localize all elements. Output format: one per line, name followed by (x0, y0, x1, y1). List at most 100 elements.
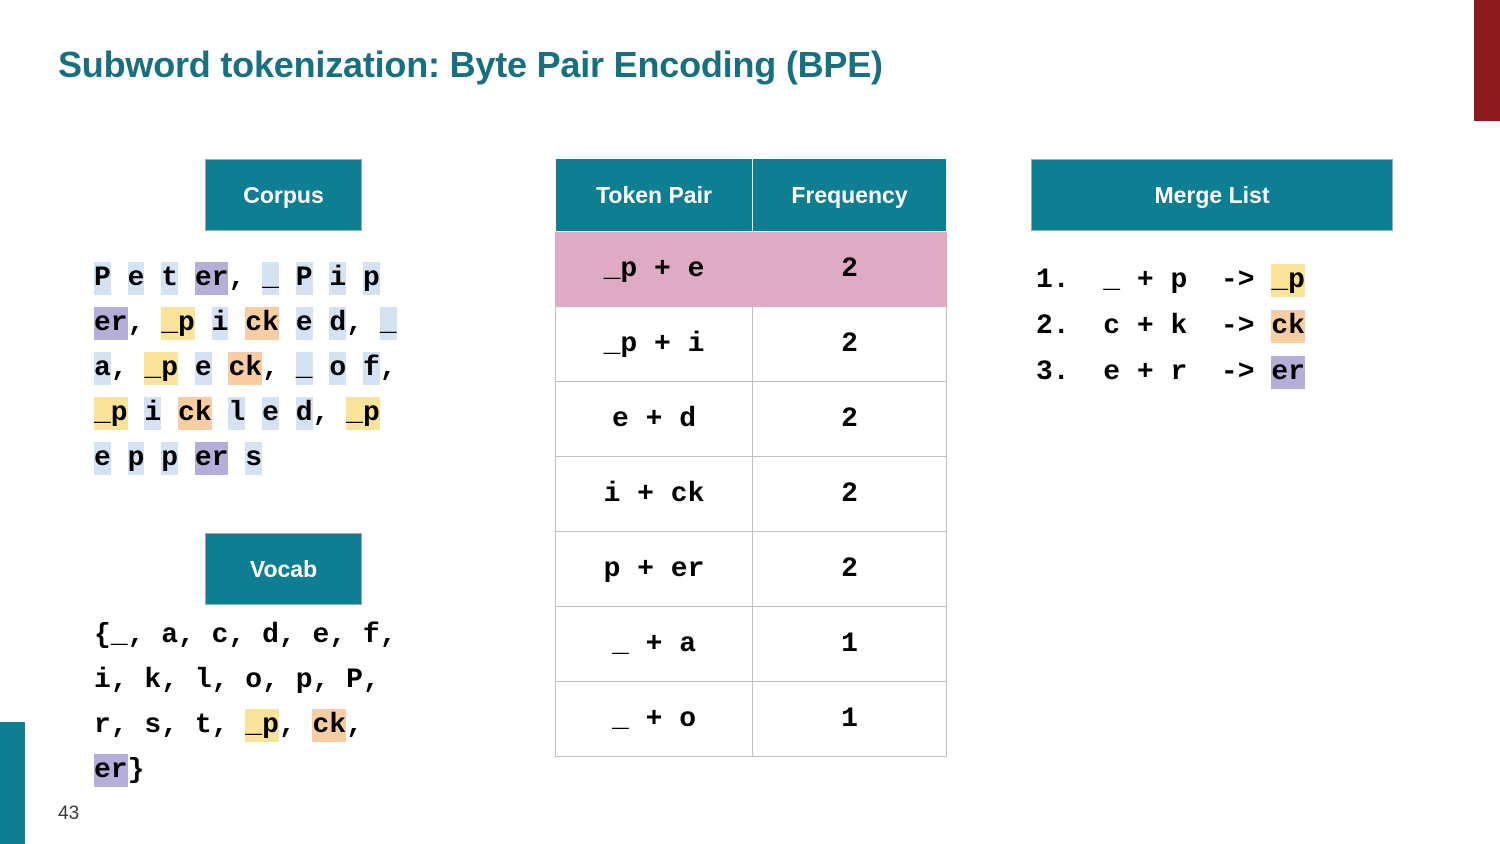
table-row[interactable]: p + er 2 (555, 531, 947, 607)
token-d: d (295, 397, 313, 430)
merge-index: 3. (1036, 357, 1070, 388)
vocab-line: er} (94, 754, 145, 787)
cell-token-pair: i + ck (555, 456, 753, 532)
token-d: d (329, 307, 347, 340)
vocab-token-i: i (94, 665, 111, 696)
merge-list-header-chip: Merge List (1031, 159, 1393, 231)
corpus-line: a, _p e ck, _ o f, (94, 352, 397, 385)
vocab-token-c: c (211, 620, 229, 651)
top-right-accent-bar (1474, 0, 1500, 121)
table-row[interactable]: i + ck 2 (555, 456, 947, 532)
token-underscore: _ (262, 262, 279, 295)
cell-frequency: 1 (752, 681, 947, 757)
corpus-line: e p p er s (94, 442, 263, 475)
token-t: t (161, 262, 179, 295)
vocab-token-e: e (312, 620, 330, 651)
vocab-token-_p: _p (245, 709, 279, 742)
token-ck: ck (178, 397, 212, 430)
token-s: s (245, 442, 263, 475)
token-ck: ck (245, 307, 279, 340)
merge-list-item: 3. e + r -> er (1036, 356, 1305, 389)
token-ck: ck (228, 352, 263, 385)
column-header-frequency: Frequency (752, 158, 947, 232)
vocab-token-k: k (144, 665, 162, 696)
merge-left-token: e (1103, 357, 1121, 388)
token-p: p (127, 442, 145, 475)
token-underscore: _ (295, 352, 313, 385)
token-_p: _p (144, 352, 179, 385)
vocab-token-o: o (245, 665, 263, 696)
vocab-token-r: r (94, 710, 111, 741)
merge-left-token: c (1103, 311, 1121, 342)
token-e: e (295, 307, 313, 340)
token-_p: _p (161, 307, 195, 340)
table-header-row: Token Pair Frequency (555, 158, 947, 232)
corpus-header-label: Corpus (243, 181, 324, 208)
merge-plus-sign: + (1136, 357, 1154, 388)
table-row[interactable]: e + d 2 (555, 381, 947, 457)
vocab-token-d: d (262, 620, 279, 651)
page-title: Subword tokenization: Byte Pair Encoding… (58, 44, 883, 85)
vocab-token-p: p (295, 665, 313, 696)
vocab-text-block: {_, a, c, d, e, f, i, k, l, o, p, P, r, … (94, 613, 494, 793)
token-e: e (94, 442, 111, 475)
token-p: p (362, 262, 380, 295)
table-row[interactable]: _ + a 1 (555, 606, 947, 682)
token-i: i (211, 307, 229, 340)
vocab-header-chip: Vocab (205, 533, 362, 605)
merge-index: 1. (1036, 265, 1070, 296)
token-e: e (262, 397, 279, 430)
token-e: e (194, 352, 212, 385)
table-row[interactable]: _p + i 2 (555, 306, 947, 382)
corpus-line: P e t er, _ P i p (94, 262, 380, 295)
cell-token-pair: _p + e (555, 231, 753, 307)
merge-arrow-icon: -> (1220, 357, 1255, 388)
token-l: l (228, 397, 246, 430)
token-i: i (144, 397, 162, 430)
vocab-token-ck: ck (312, 709, 347, 742)
vocab-header-label: Vocab (249, 555, 318, 582)
vocab-token-f: f (362, 620, 380, 651)
token-er: er (194, 442, 229, 475)
bottom-left-accent-bar (0, 722, 25, 844)
token-underscore: _ (379, 307, 397, 340)
cell-token-pair: _ + a (555, 606, 753, 682)
corpus-line: er, _p i ck e d, _ (94, 307, 397, 340)
merge-plus-sign: + (1136, 265, 1154, 296)
table-row[interactable]: _ + o 1 (555, 681, 947, 757)
corpus-text-block: P e t er, _ P i p er, _p i ck e d, _ a, … (94, 256, 494, 481)
token-pair-frequency-table: Token Pair Frequency _p + e 2 _p + i 2 e… (555, 158, 947, 757)
merge-list-item: 1. _ + p -> _p (1036, 264, 1305, 297)
table-row[interactable]: _p + e 2 (555, 231, 947, 307)
cell-token-pair: _p + i (555, 306, 753, 382)
merge-index: 2. (1036, 311, 1070, 342)
token-_p: _p (346, 397, 380, 430)
merge-result-token: er (1271, 356, 1305, 389)
token-_p: _p (94, 397, 128, 430)
column-header-token-pair: Token Pair (555, 158, 753, 232)
vocab-token-l: l (194, 665, 212, 696)
merge-list-block: 1. _ + p -> _p 2. c + k -> ck 3. e + r -… (1036, 258, 1456, 396)
vocab-line: i, k, l, o, p, P, (94, 665, 380, 696)
merge-right-token: k (1170, 311, 1188, 342)
merge-list-item: 2. c + k -> ck (1036, 310, 1305, 343)
merge-right-token: r (1170, 357, 1188, 388)
token-P: P (295, 262, 313, 295)
vocab-token-P: P (346, 665, 363, 696)
cell-token-pair: p + er (555, 531, 753, 607)
cell-frequency: 2 (752, 306, 947, 382)
vocab-token-underscore: _ (110, 620, 128, 651)
vocab-token-s: s (144, 710, 162, 741)
vocab-token-a: a (161, 620, 179, 651)
cell-token-pair: _ + o (555, 681, 753, 757)
merge-arrow-icon: -> (1220, 265, 1255, 296)
cell-frequency: 2 (752, 456, 947, 532)
merge-plus-sign: + (1136, 311, 1154, 342)
token-p: p (161, 442, 179, 475)
token-e: e (127, 262, 145, 295)
page-number: 43 (58, 803, 80, 824)
cell-frequency: 2 (752, 531, 947, 607)
merge-left-token: _ (1103, 265, 1121, 296)
merge-list-header-label: Merge List (1154, 181, 1270, 208)
merge-result-token: ck (1271, 310, 1305, 343)
